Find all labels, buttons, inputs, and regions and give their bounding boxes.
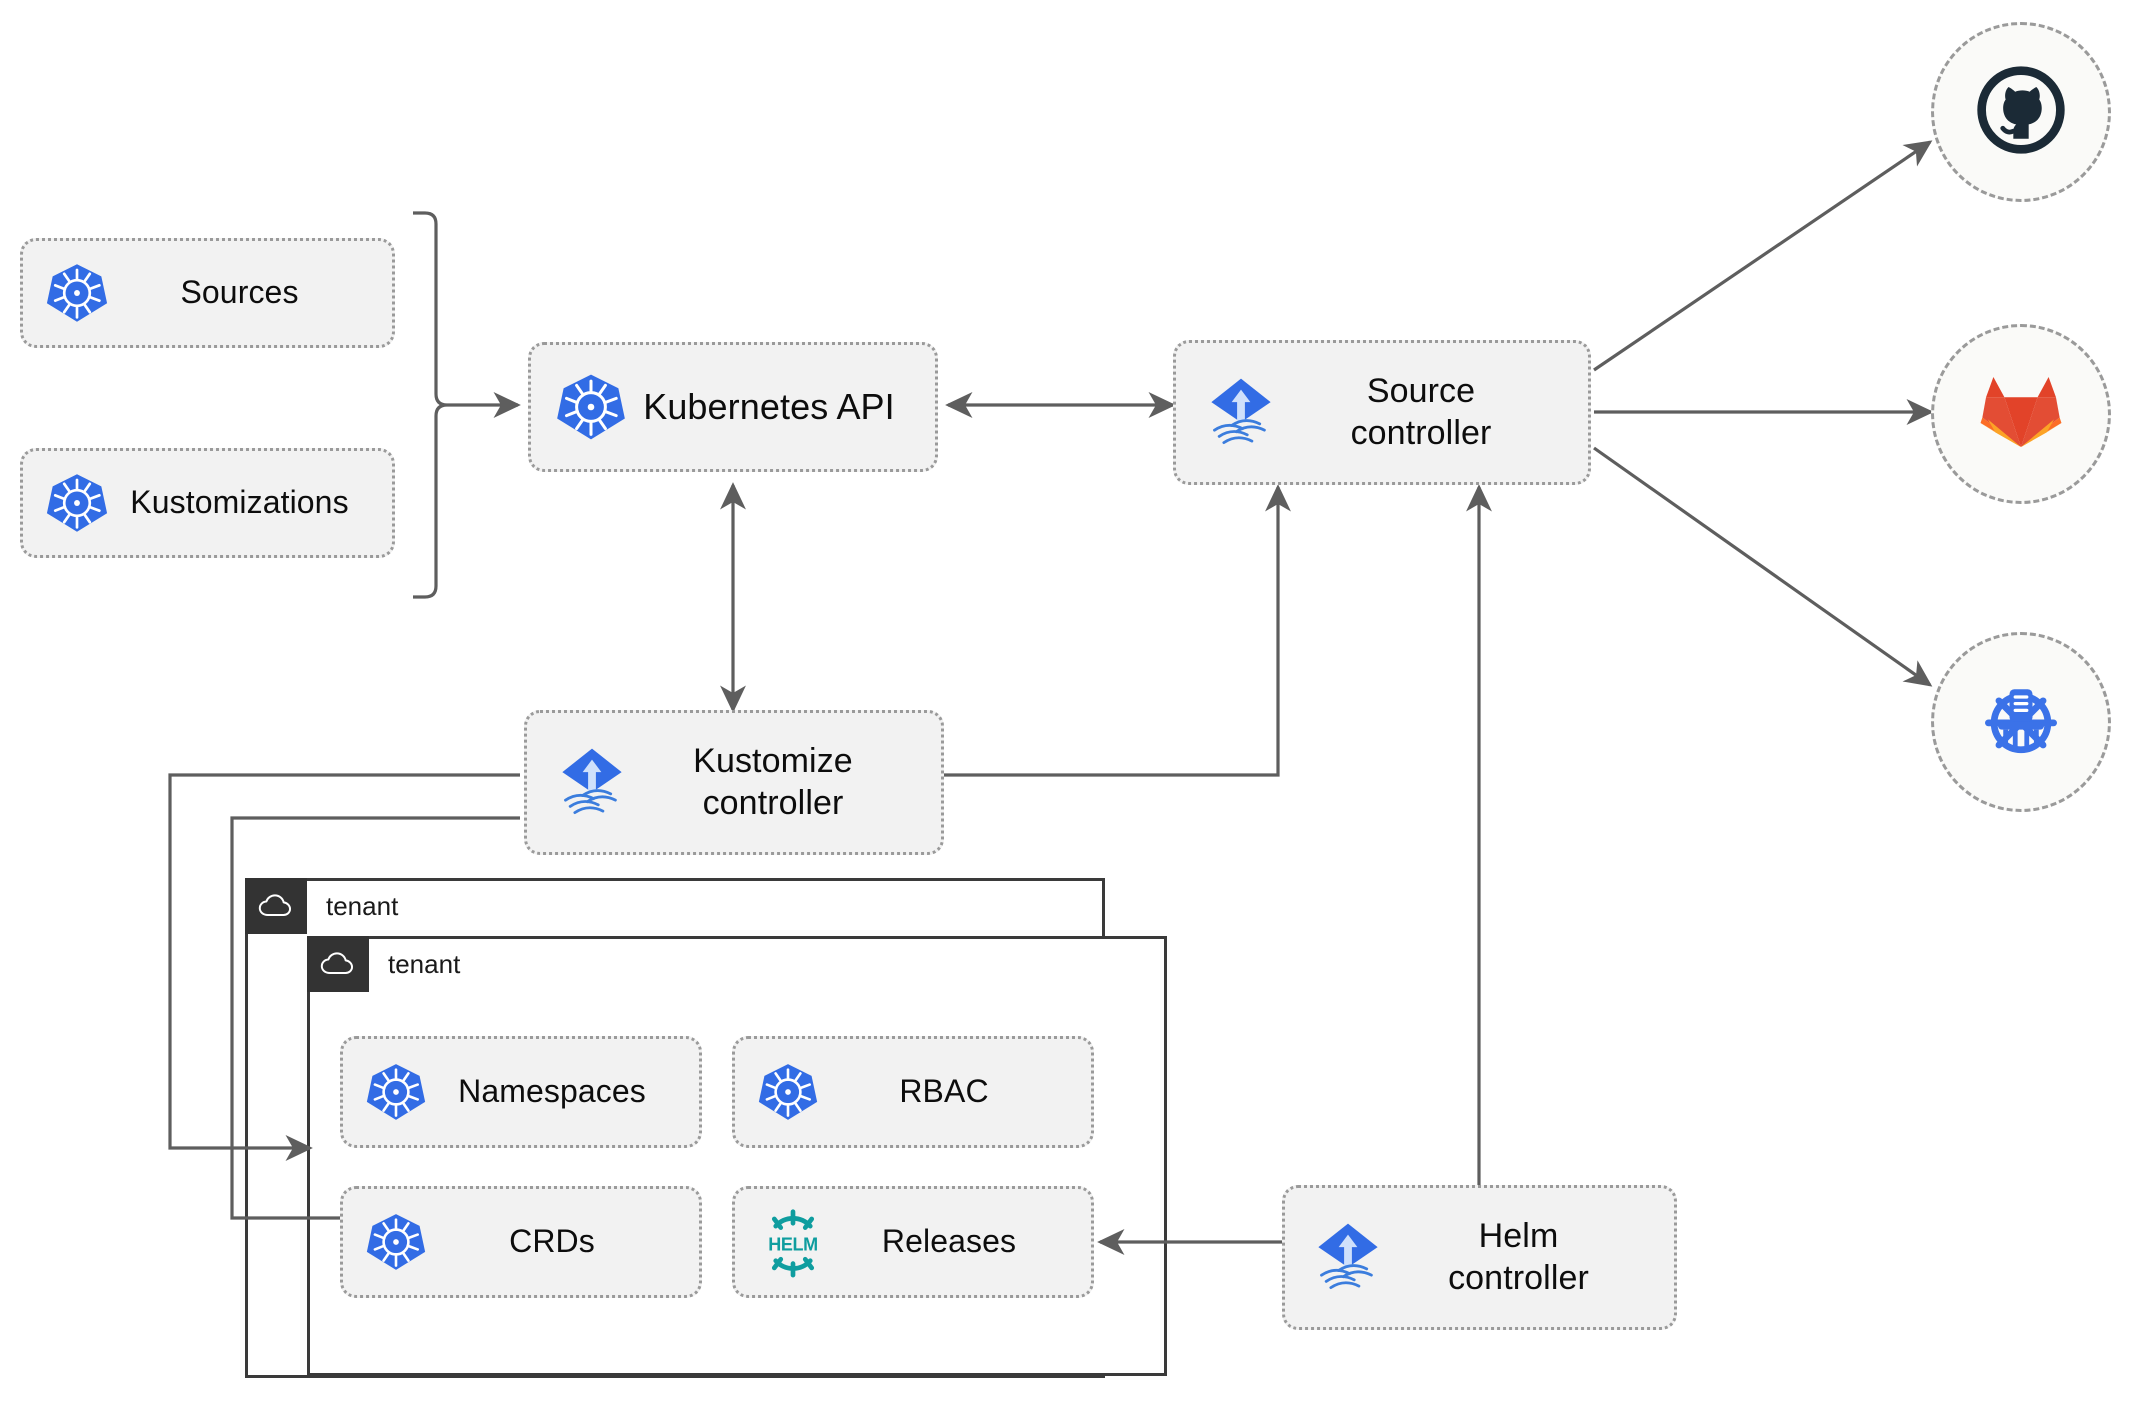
tenant-label: tenant — [326, 890, 399, 921]
tenant-label: tenant — [388, 948, 461, 979]
node-label: Kustomize controller — [693, 742, 853, 822]
provider-github[interactable] — [1931, 22, 2111, 202]
node-label: Kustomizations — [130, 484, 349, 521]
node-rbac[interactable]: RBAC — [732, 1036, 1094, 1148]
node-label: Namespaces — [458, 1073, 646, 1110]
node-label: Releases — [881, 1223, 1017, 1260]
flux-icon — [1202, 374, 1280, 452]
node-releases[interactable]: HELM Releases — [732, 1186, 1094, 1298]
kubernetes-icon — [45, 261, 109, 325]
node-kustomizations[interactable]: Kustomizations — [20, 448, 395, 558]
node-label: Sources — [180, 274, 299, 311]
helm-icon: HELM — [757, 1206, 829, 1278]
helm-repository-icon — [1973, 672, 2069, 773]
cloud-icon — [307, 936, 369, 992]
provider-helm-repository[interactable] — [1931, 632, 2111, 812]
node-crds[interactable]: CRDs — [340, 1186, 702, 1298]
node-kubernetes-api[interactable]: Kubernetes API — [528, 342, 938, 472]
kubernetes-icon — [365, 1211, 427, 1273]
gitlab-icon — [1975, 366, 2067, 463]
node-helm-controller[interactable]: Helm controller — [1282, 1185, 1677, 1330]
flux-icon — [1309, 1219, 1387, 1297]
kubernetes-icon — [555, 371, 627, 443]
kubernetes-icon — [45, 471, 109, 535]
tenant-frame-inner: tenant — [307, 936, 1167, 1376]
provider-gitlab[interactable] — [1931, 324, 2111, 504]
node-label: CRDs — [509, 1223, 595, 1260]
flux-icon — [553, 744, 631, 822]
node-label: Source controller — [1350, 372, 1492, 452]
kubernetes-icon — [757, 1061, 819, 1123]
node-label: Kubernetes API — [643, 386, 895, 428]
node-namespaces[interactable]: Namespaces — [340, 1036, 702, 1148]
kubernetes-icon — [365, 1061, 427, 1123]
cloud-icon — [245, 878, 307, 934]
node-label: RBAC — [899, 1073, 989, 1110]
github-icon — [1973, 62, 2069, 163]
node-label: Helm controller — [1448, 1217, 1589, 1297]
svg-text:HELM: HELM — [768, 1235, 818, 1255]
node-sources[interactable]: Sources — [20, 238, 395, 348]
